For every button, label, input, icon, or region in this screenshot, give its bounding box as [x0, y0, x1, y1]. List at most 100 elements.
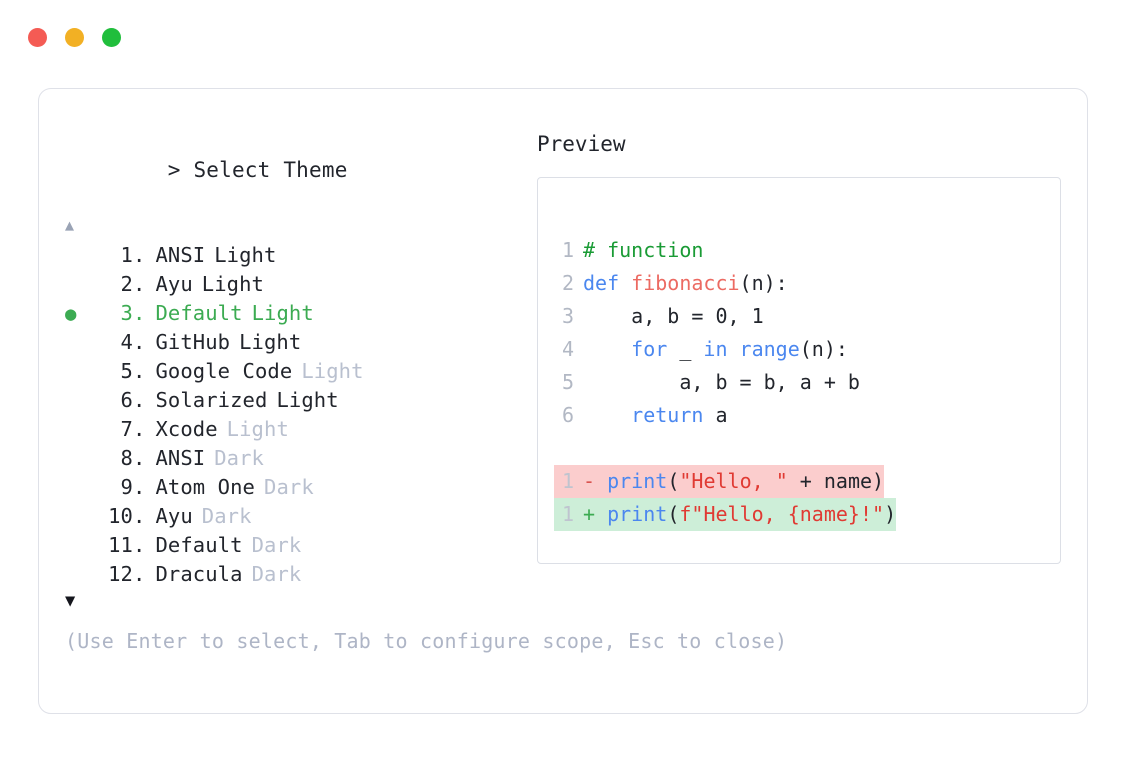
- theme-item-number-period: .: [133, 301, 146, 325]
- theme-item-variant: Light: [201, 272, 264, 296]
- theme-item-number-period: .: [133, 533, 146, 557]
- theme-item-variant: Light: [214, 243, 277, 267]
- code-token-str: f"Hello, {name}!": [679, 502, 885, 526]
- prompt-marker: >: [167, 158, 181, 182]
- theme-item-number: 7: [120, 417, 133, 441]
- code-token-plain: a: [703, 403, 728, 427]
- close-window-icon[interactable]: [28, 28, 47, 47]
- theme-item-number: 2: [120, 272, 133, 296]
- theme-item-number: 9: [120, 475, 133, 499]
- code-token-plain: (: [667, 502, 680, 526]
- theme-item-name: GitHub: [155, 330, 231, 354]
- code-line-number: 6: [561, 403, 574, 427]
- theme-item-variant: Light: [226, 417, 289, 441]
- theme-list-item[interactable]: 8. ANSI Dark: [65, 444, 535, 473]
- code-token-plain: a, b = 0, 1: [583, 304, 764, 328]
- theme-list-item[interactable]: 2. Ayu Light: [65, 270, 535, 299]
- code-token-plain: (: [667, 469, 680, 493]
- theme-item-number-period: .: [133, 562, 146, 586]
- scroll-up-icon[interactable]: ▲: [65, 216, 75, 234]
- code-token-kw: def: [583, 271, 632, 295]
- theme-item-variant: Dark: [201, 504, 252, 528]
- theme-item-name: Ayu: [155, 272, 193, 296]
- theme-item-number-period: .: [133, 504, 146, 528]
- theme-item-name: ANSI: [155, 446, 206, 470]
- theme-item-number: 4: [120, 330, 133, 354]
- theme-item-number: 8: [120, 446, 133, 470]
- code-token-comment: # function: [583, 238, 704, 262]
- theme-item-name: Default: [155, 301, 243, 325]
- diff-plus-sign: +: [583, 502, 608, 526]
- theme-item-name: Google Code: [155, 359, 293, 383]
- preview-label: Preview: [537, 132, 626, 156]
- theme-item-name: Solarized: [155, 388, 268, 412]
- theme-item-number-period: .: [133, 446, 146, 470]
- code-token-plain: (n):: [799, 337, 848, 361]
- theme-item-variant: Light: [251, 301, 314, 325]
- code-token-kw: return: [631, 403, 704, 427]
- code-token-plain: [583, 403, 631, 427]
- theme-item-name: Atom One: [155, 475, 255, 499]
- code-line-text: def fibonacci(n):: [583, 267, 788, 300]
- code-line-text: # function: [583, 234, 703, 267]
- diff-added-line: 1+ print(f"Hello, {name}!"): [554, 498, 897, 531]
- code-line-text: a, b = 0, 1: [583, 300, 764, 333]
- theme-item-variant: Dark: [251, 533, 302, 557]
- theme-list-item[interactable]: 6. Solarized Light: [65, 386, 535, 415]
- diff-line-text: print(f"Hello, {name}!"): [607, 498, 896, 531]
- code-line-text: return a: [583, 399, 728, 432]
- code-token-plain: _: [667, 337, 704, 361]
- code-line: 5 a, b = b, a + b: [554, 366, 1060, 399]
- minimize-window-icon[interactable]: [65, 28, 84, 47]
- code-token-str: "Hello, ": [679, 469, 788, 493]
- theme-item-variant: Dark: [251, 562, 302, 586]
- theme-item-name: Dracula: [155, 562, 243, 586]
- code-line-number: 4: [561, 337, 574, 361]
- theme-item-variant: Dark: [264, 475, 314, 499]
- code-token-plain: [583, 337, 631, 361]
- theme-item-number-period: .: [133, 388, 146, 412]
- code-line: 3 a, b = 0, 1: [554, 300, 1060, 333]
- diff-line-number: 1: [561, 469, 574, 493]
- theme-item-number-period: .: [133, 272, 146, 296]
- code-line-number: 1: [561, 238, 574, 262]
- maximize-window-icon[interactable]: [102, 28, 121, 47]
- theme-item-variant: Light: [301, 359, 364, 383]
- code-token-kw: print: [607, 502, 668, 526]
- theme-item-number-period: .: [133, 417, 146, 441]
- code-line-number: 3: [561, 304, 574, 328]
- theme-item-number-period: .: [133, 359, 146, 383]
- code-line: 4 for _ in range(n):: [554, 333, 1060, 366]
- code-token-plain: ): [884, 502, 897, 526]
- theme-item-number: 5: [120, 359, 133, 383]
- keyboard-hint: (Use Enter to select, Tab to configure s…: [65, 629, 788, 653]
- code-line-text: a, b = b, a + b: [583, 366, 860, 399]
- scroll-down-icon[interactable]: ▼: [65, 591, 76, 611]
- code-line: 6 return a: [554, 399, 1060, 432]
- diff-minus-sign: -: [583, 469, 608, 493]
- theme-item-variant: Dark: [214, 446, 265, 470]
- code-line: 1 # function: [554, 234, 1060, 267]
- theme-item-variant: Light: [276, 388, 339, 412]
- code-token-kw: for: [631, 337, 668, 361]
- theme-item-name: ANSI: [155, 243, 206, 267]
- theme-list-item[interactable]: 5. Google Code Light: [65, 357, 535, 386]
- code-token-plain: + name): [787, 469, 885, 493]
- code-line-text: for _ in range(n):: [583, 333, 848, 366]
- theme-item-number: 6: [120, 388, 133, 412]
- code-token-plain: a, b = b, a + b: [583, 370, 860, 394]
